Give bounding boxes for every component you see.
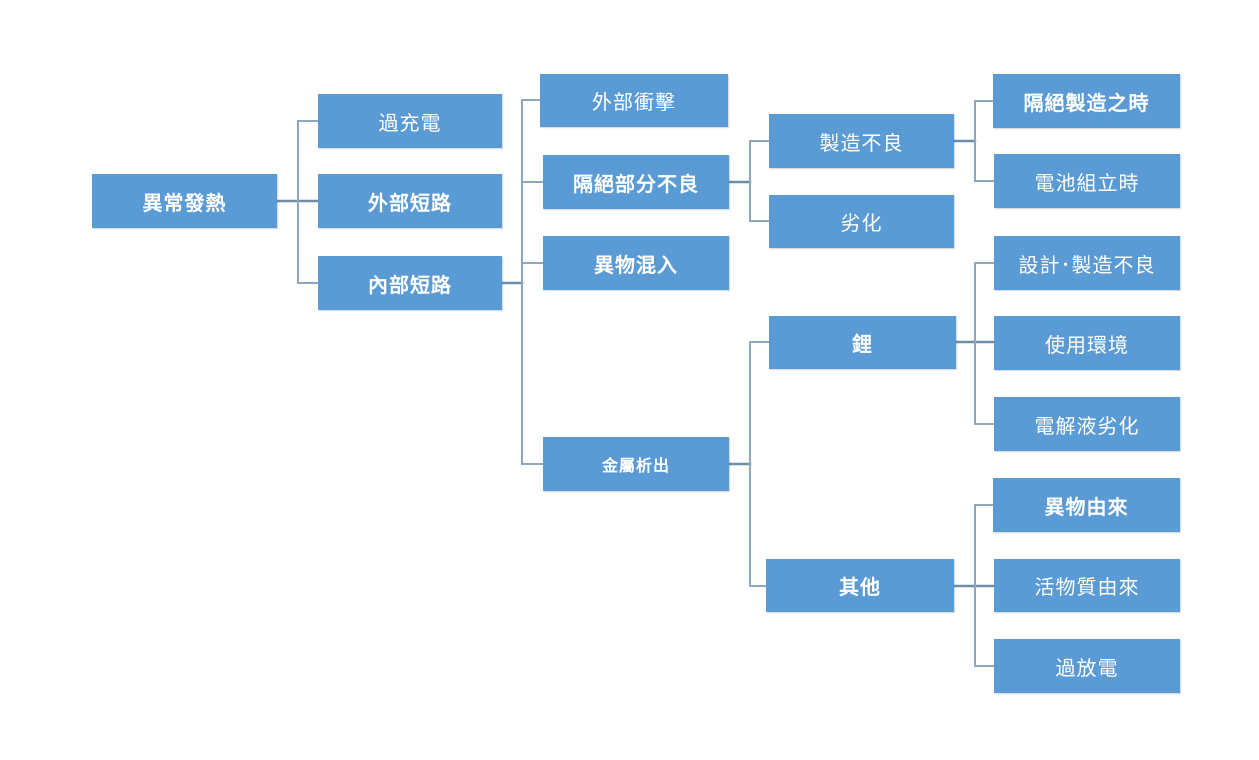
node-foreign-matter-origin: 異物由來 [993,478,1180,532]
node-separator-defect: 隔絕部分不良 [543,155,729,209]
node-battery-assembly: 電池組立時 [994,154,1180,208]
node-usage-environment: 使用環境 [994,316,1180,370]
node-external-impact: 外部衝擊 [540,74,728,127]
node-external-short: 外部短路 [318,174,502,228]
node-separator-manufacturing: 隔絕製造之時 [993,74,1180,128]
node-metal-deposition: 金屬析出 [543,437,729,491]
node-overdischarge: 過放電 [994,639,1180,693]
node-abnormal-heating: 異常發熱 [92,174,277,228]
node-foreign-matter: 異物混入 [543,236,729,290]
node-degradation: 劣化 [769,195,954,248]
node-design-manufacturing-defect: 設計･製造不良 [994,236,1180,290]
node-lithium: 鋰 [769,316,956,369]
node-internal-short: 內部短路 [318,256,502,310]
node-manufacturing-defect: 製造不良 [769,114,954,168]
node-other: 其他 [766,559,954,612]
node-active-material-origin: 活物質由來 [994,559,1180,612]
node-overcharge: 過充電 [318,94,502,148]
node-electrolyte-degradation: 電解液劣化 [994,397,1180,451]
